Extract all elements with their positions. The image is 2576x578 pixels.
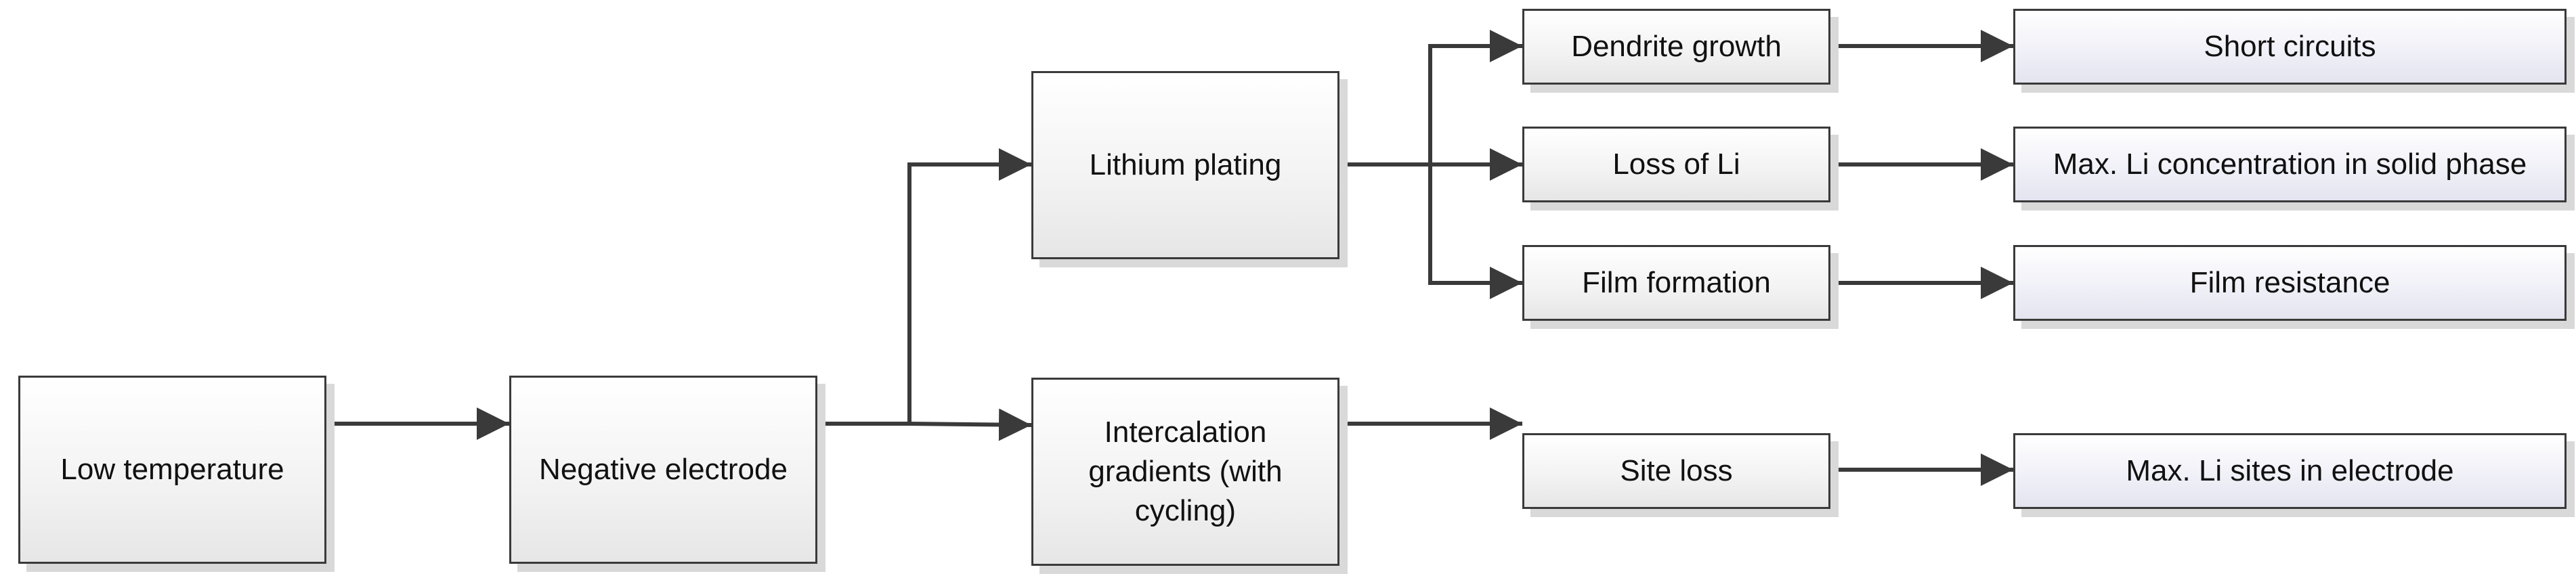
arrow-to-film-formation [1428,164,1522,299]
node-lithium-plating: Lithium plating [1031,71,1339,259]
node-negative-electrode: Negative electrode [509,376,817,564]
node-site-loss: Site loss [1522,433,1830,509]
node-dendrite-growth: Dendrite growth [1522,9,1830,85]
node-intercalation-gradients: Intercalation gradients (with cycling) [1031,378,1339,566]
node-max-li-concentration: Max. Li concentration in solid phase [2013,127,2567,202]
node-film-formation: Film formation [1522,245,1830,321]
arrow-to-dendrite-growth [1428,30,1522,164]
arrow-to-lithium-plating [907,148,1031,424]
node-film-resistance: Film resistance [2013,245,2567,321]
arrow-to-intercalation-gradients [909,408,1032,441]
node-low-temperature: Low temperature [18,376,326,564]
node-short-circuits: Short circuits [2013,9,2567,85]
node-loss-of-li: Loss of Li [1522,127,1830,202]
node-max-li-sites: Max. Li sites in electrode [2013,433,2567,509]
